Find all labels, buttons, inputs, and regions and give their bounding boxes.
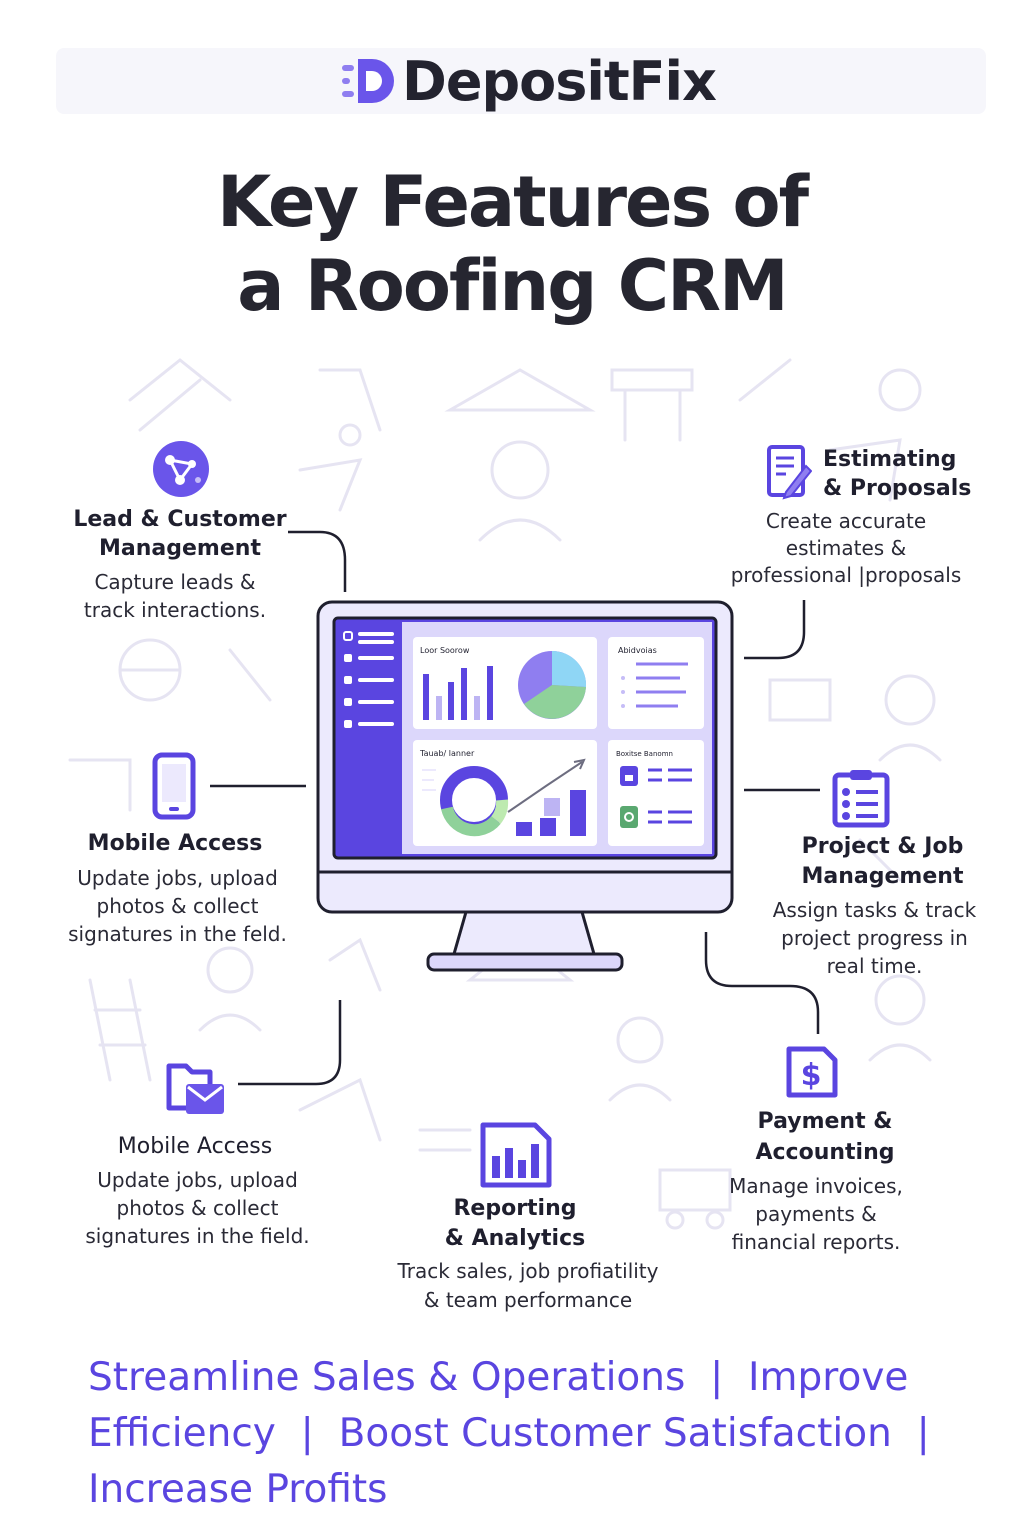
feature-title-estimating: Estimating & Proposals <box>823 445 1003 503</box>
feature-desc-reporting-line-2: & team performance <box>423 1288 633 1312</box>
feature-title-reporting-line-2: & Analytics <box>444 1226 586 1251</box>
feature-desc-payment-line-2: payments & <box>755 1202 877 1226</box>
page-title-line-1: Key Features of <box>216 161 809 243</box>
dashboard-card-items: Boxitse Banomn <box>608 740 704 846</box>
page-title-line-2: a Roofing CRM <box>237 245 788 327</box>
tagline-line-2: Efficiency | Boost Customer Satisfaction… <box>88 1411 930 1456</box>
folder-mail-icon <box>166 1063 224 1114</box>
feature-desc-mobile-bottom-line-3: signatures in the field. <box>85 1224 310 1248</box>
feature-desc-mobile-bottom-line-2: photos & collect <box>116 1196 279 1220</box>
header-band <box>56 48 986 114</box>
dashboard-card-list: Abidvoias <box>608 637 704 729</box>
dashboard-card-bar-pie: Loor Soorow <box>413 637 597 729</box>
feature-title-estimating-line-2: & Proposals <box>823 476 972 501</box>
background-roofing-doodles <box>68 358 942 1230</box>
page-title: Key Features of a Roofing CRM <box>150 160 874 328</box>
depositfix-logo-icon <box>342 59 394 103</box>
feature-desc-mobile-top-line-3: signatures in the feld. <box>68 922 287 946</box>
feature-desc-estimating: Create accurate estimates & professional… <box>706 508 986 589</box>
smartphone-icon <box>152 752 196 820</box>
customer-network-icon <box>153 441 209 497</box>
dashboard-card-donut-trend: Tauab/ lanner <box>413 740 597 846</box>
tagline-line-3: Increase Profits <box>88 1467 388 1512</box>
clipboard-checklist-icon <box>832 770 890 828</box>
dashboard-card-3-title: Tauab/ lanner <box>419 749 475 758</box>
feature-desc-estimating-line-3: professional |proposals <box>730 563 962 587</box>
feature-title-lead-line-2: Management <box>99 536 261 561</box>
feature-desc-project-line-2: project progress in <box>781 926 968 950</box>
feature-desc-project-job: Assign tasks & track project progress in… <box>752 896 997 980</box>
feature-desc-mobile-access-bottom: Update jobs, upload photos & collect sig… <box>70 1166 325 1250</box>
feature-title-mobile-access-top: Mobile Access <box>87 831 263 856</box>
tagline-line-1: Streamline Sales & Operations | Improve <box>88 1355 909 1400</box>
document-pen-icon <box>767 445 812 500</box>
dashboard-card-4-title: Boxitse Banomn <box>616 750 673 758</box>
feature-desc-estimating-line-2: estimates & <box>785 536 907 560</box>
feature-desc-lead-line-1: Capture leads & <box>94 570 256 594</box>
feature-desc-project-line-3: real time. <box>826 954 923 978</box>
brand-logo[interactable]: DepositFix <box>340 44 720 118</box>
feature-title-estimating-line-1: Estimating <box>823 447 957 472</box>
feature-desc-reporting: Track sales, job profiatility & team per… <box>378 1257 678 1315</box>
feature-title-payment: Payment & Accounting <box>720 1106 930 1168</box>
feature-desc-lead-customer: Capture leads & track interactions. <box>60 568 290 624</box>
feature-title-project-line-2: Management <box>801 864 964 889</box>
feature-title-lead-line-1: Lead & Customer <box>73 507 287 532</box>
feature-title-payment-line-1: Payment & <box>757 1109 893 1134</box>
feature-desc-payment-line-1: Manage invoices, <box>729 1174 903 1198</box>
svg-text:$: $ <box>801 1058 822 1093</box>
dashboard-card-2-title: Abidvoias <box>618 646 657 655</box>
feature-title-lead-customer: Lead & Customer Management <box>70 505 290 563</box>
dashboard-sidebar <box>343 631 394 728</box>
feature-title-reporting-line-1: Reporting <box>453 1196 577 1221</box>
feature-title-project-line-1: Project & Job <box>801 834 964 859</box>
feature-title-project-job: Project & Job Management <box>780 832 985 892</box>
feature-desc-project-line-1: Assign tasks & track <box>772 898 977 922</box>
feature-title-mobile-access-bottom: Mobile Access <box>117 1134 273 1159</box>
feature-title-payment-line-2: Accounting <box>755 1140 895 1165</box>
feature-desc-lead-line-2: track interactions. <box>83 598 267 622</box>
feature-desc-reporting-line-1: Track sales, job profiatility <box>397 1259 659 1283</box>
feature-desc-mobile-bottom-line-1: Update jobs, upload <box>97 1168 298 1192</box>
dollar-document-icon: $ <box>786 1046 838 1098</box>
feature-desc-mobile-top-line-1: Update jobs, upload <box>77 866 278 890</box>
feature-desc-payment: Manage invoices, payments & financial re… <box>706 1172 926 1256</box>
feature-desc-mobile-access-top: Update jobs, upload photos & collect sig… <box>50 864 305 948</box>
feature-desc-mobile-top-line-2: photos & collect <box>96 894 259 918</box>
feature-title-reporting: Reporting & Analytics <box>410 1194 620 1254</box>
feature-desc-payment-line-3: financial reports. <box>731 1230 901 1254</box>
bottom-tagline: Streamline Sales & Operations | Improve … <box>88 1350 968 1518</box>
brand-logo-text: DepositFix <box>402 49 717 113</box>
bar-chart-document-icon <box>480 1122 552 1188</box>
dashboard-card-1-title: Loor Soorow <box>420 646 470 655</box>
feature-desc-estimating-line-1: Create accurate <box>765 509 927 533</box>
crm-dashboard-monitor: Loor Soorow Abidvoias Tauab/ lanner <box>316 600 734 972</box>
